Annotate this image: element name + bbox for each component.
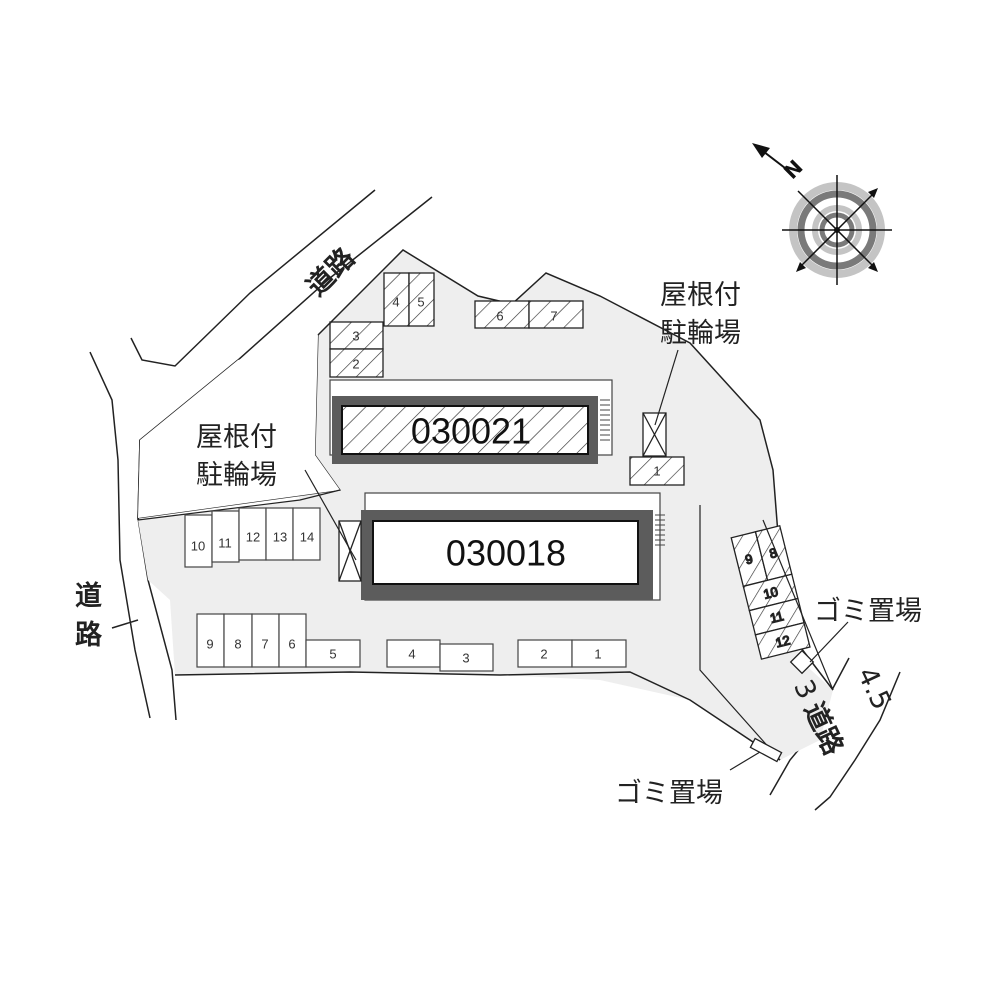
parking-number: 2 [540,647,547,662]
parking-bottom-row [196,613,627,672]
bike-parking-label-right-2: 駐輪場 [660,318,741,349]
parking-number: 10 [762,584,780,602]
lot-boundary-lower [174,671,781,761]
parking-number: 4 [392,295,399,310]
road-label-left-1: 道 [75,580,102,612]
bike-parking-label-left-1: 屋根付 [196,422,277,453]
compass-rose-icon: N [752,143,892,285]
parking-hatched-right: 8 9 10 11 12 [730,524,811,660]
parking-number: 1 [653,464,660,479]
garbage-label-bottom: ゴミ置場 [615,778,723,809]
parking-number: 7 [261,637,268,652]
parking-number: 2 [352,357,359,372]
parking-number: 5 [329,647,336,662]
parking-number: 6 [496,309,503,324]
garbage-label-right: ゴミ置場 [814,596,922,627]
parking-number: 1 [594,647,601,662]
covered-bike-parking-left [338,520,362,582]
parking-number: 9 [744,551,755,567]
covered-bike-parking-right [642,412,667,457]
road-label-left-2: 路 [75,619,103,651]
parking-number: 13 [273,530,287,545]
parking-number: 8 [234,637,241,652]
building-030018: 030018 [361,492,665,601]
parking-number: 14 [300,530,314,545]
garbage-area-right [789,649,815,675]
road-width-4-5: 4.5 [851,663,897,715]
compass-north-label: N [779,155,808,184]
garbage-area-bottom [749,737,783,763]
parking-number: 4 [408,647,415,662]
lot-right-edge [699,505,781,761]
parking-number: 12 [774,632,792,650]
parking-number: 7 [550,309,557,324]
parking-number: 3 [462,651,469,666]
parking-number: 11 [218,536,232,551]
building-030021: 030021 [329,379,613,464]
parking-number: 5 [417,295,424,310]
parking-number: 6 [288,637,295,652]
parking-number: 3 [352,329,359,344]
road-label-top: 道路 [300,241,362,303]
parking-left-row [184,507,321,568]
building-label: 030021 [411,411,531,452]
parking-number: 9 [206,637,213,652]
parking-number: 12 [246,530,260,545]
parking-number: 11 [768,608,785,626]
bike-parking-label-left-2: 駐輪場 [196,460,277,491]
building-label: 030018 [446,533,566,574]
parking-hatched-top [329,272,685,486]
bike-parking-label-right-1: 屋根付 [660,280,741,311]
parking-number: 8 [768,545,779,561]
parking-number: 10 [191,539,205,554]
